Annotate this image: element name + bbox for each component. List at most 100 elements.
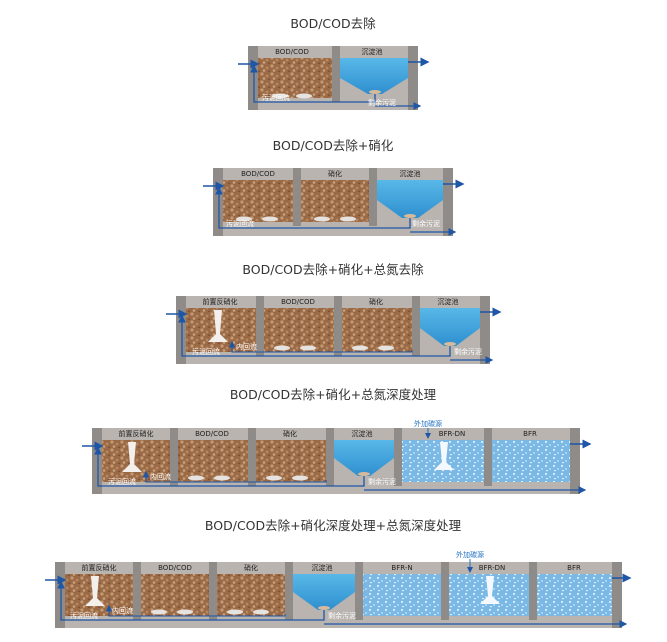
mixer bbox=[208, 310, 228, 342]
tank-wall bbox=[285, 562, 293, 620]
bio-tank bbox=[342, 308, 412, 352]
aerator bbox=[262, 216, 278, 222]
panel-5: BOD/COD去除+硝化深度处理+总氮深度处理 前置反硝化 BOD/COD 硝化… bbox=[45, 518, 632, 628]
aerator bbox=[227, 609, 243, 615]
aerator bbox=[292, 475, 308, 481]
tank-wall bbox=[443, 168, 453, 236]
tank-label: 硝化 bbox=[369, 297, 383, 306]
mixer bbox=[122, 442, 142, 472]
carbon-source-label: 外加碳源 bbox=[414, 419, 442, 428]
excess-sludge-label: 剩余污泥 bbox=[368, 98, 396, 107]
tank-wall bbox=[133, 562, 141, 620]
excess-sludge-label: 剩余污泥 bbox=[328, 611, 356, 620]
clarifier-label: 沉淀池 bbox=[438, 297, 459, 306]
aerator bbox=[272, 93, 288, 99]
clarifier bbox=[334, 440, 394, 476]
return-sludge-arrow bbox=[57, 580, 325, 621]
panel-title: BOD/COD去除+硝化深度处理+总氮深度处理 bbox=[205, 518, 462, 533]
sludge bbox=[444, 342, 456, 346]
internal-return-label: 内回流 bbox=[236, 342, 257, 351]
panel-title: BOD/COD去除+硝化+总氮去除 bbox=[242, 262, 424, 277]
mixer bbox=[480, 576, 500, 604]
clarifier bbox=[340, 58, 408, 94]
excess-sludge-label: 剩余污泥 bbox=[412, 219, 440, 228]
internal-return-arrow bbox=[105, 604, 286, 617]
aerator bbox=[296, 93, 312, 99]
bfr-label: BFR bbox=[567, 564, 581, 572]
bio-tank bbox=[264, 308, 334, 352]
return-sludge-arrow bbox=[215, 186, 411, 229]
tank-wall bbox=[326, 428, 334, 486]
aerator bbox=[151, 609, 167, 615]
tank-label: 硝化 bbox=[328, 169, 342, 178]
bio-tank bbox=[217, 574, 285, 616]
aerator bbox=[300, 345, 316, 351]
tank-wall bbox=[332, 46, 340, 102]
bio-tank bbox=[258, 58, 332, 98]
tank-wall bbox=[408, 46, 418, 110]
bfr-n-filter bbox=[363, 574, 441, 616]
panel-2: BOD/COD去除+硝化 BOD/COD 硝化 沉淀池 污泥回流 剩余污泥 bbox=[203, 138, 465, 236]
tank-wall bbox=[612, 562, 622, 628]
return-sludge-label: 污泥回流 bbox=[262, 93, 290, 102]
bfr-filter bbox=[492, 440, 570, 482]
tank-wall bbox=[394, 428, 402, 486]
panel-title: BOD/COD去除+硝化+总氮深度处理 bbox=[230, 387, 437, 402]
bfr-n-label: BFR-N bbox=[391, 564, 412, 572]
tank-label: BOD/COD bbox=[158, 564, 192, 572]
tank-wall bbox=[484, 428, 492, 486]
tank-label: 前置反硝化 bbox=[82, 563, 117, 572]
aerator bbox=[236, 216, 252, 222]
mixer bbox=[434, 442, 454, 470]
panel-4: BOD/COD去除+硝化+总氮深度处理 前置反硝化 BOD/COD 硝化 沉淀池… bbox=[82, 387, 592, 494]
tank-wall bbox=[334, 296, 342, 356]
internal-return-label: 内回流 bbox=[150, 472, 171, 481]
tank-label: BOD/COD bbox=[275, 48, 309, 56]
sludge bbox=[369, 90, 381, 94]
tank-wall bbox=[248, 428, 256, 486]
aerator bbox=[214, 475, 230, 481]
tank-wall bbox=[441, 562, 449, 620]
return-sludge-label: 污泥回流 bbox=[108, 477, 136, 486]
internal-return-arrow bbox=[142, 470, 327, 483]
tank-wall bbox=[209, 562, 217, 620]
return-sludge-label: 污泥回流 bbox=[226, 219, 254, 228]
panel-3: BOD/COD去除+硝化+总氮去除 前置反硝化 BOD/COD 硝化 沉淀池 污… bbox=[166, 262, 502, 364]
tank-label: BOD/COD bbox=[241, 170, 275, 178]
tank-wall bbox=[480, 296, 490, 364]
internal-return-arrow bbox=[228, 340, 413, 353]
tank-wall bbox=[256, 296, 264, 356]
bio-tank bbox=[141, 574, 209, 616]
mixer bbox=[85, 576, 105, 606]
tank-label: 硝化 bbox=[283, 429, 297, 438]
clarifier-label: 沉淀池 bbox=[312, 563, 333, 572]
aerator bbox=[266, 475, 282, 481]
panel-1: BOD/COD去除 BOD/COD 沉淀池 污泥回流 剩余污泥 bbox=[238, 16, 430, 110]
sludge bbox=[404, 214, 416, 218]
excess-sludge-label: 剩余污泥 bbox=[368, 477, 396, 486]
clarifier-label: 沉淀池 bbox=[352, 429, 373, 438]
tank-label: BOD/COD bbox=[195, 430, 229, 438]
bfr-dn-label: BFR-DN bbox=[439, 430, 466, 438]
tank-wall bbox=[529, 562, 537, 620]
tank-wall bbox=[176, 296, 186, 364]
clarifier-label: 沉淀池 bbox=[400, 169, 421, 178]
bio-tank bbox=[256, 440, 326, 482]
bfr-dn-label: BFR-DN bbox=[479, 564, 506, 572]
tank-label: 硝化 bbox=[244, 563, 258, 572]
bio-tank bbox=[301, 180, 369, 222]
bfr-label: BFR bbox=[523, 430, 537, 438]
return-sludge-arrow bbox=[94, 446, 365, 487]
tank-wall bbox=[170, 428, 178, 486]
bio-tank bbox=[178, 440, 248, 482]
excess-sludge-label: 剩余污泥 bbox=[454, 347, 482, 356]
aerator bbox=[188, 475, 204, 481]
clarifier bbox=[293, 574, 355, 610]
aerator bbox=[352, 345, 368, 351]
tank-wall bbox=[369, 168, 377, 226]
return-sludge-arrow bbox=[178, 314, 451, 357]
return-sludge-label: 污泥回流 bbox=[70, 611, 98, 620]
tank-wall bbox=[293, 168, 301, 226]
